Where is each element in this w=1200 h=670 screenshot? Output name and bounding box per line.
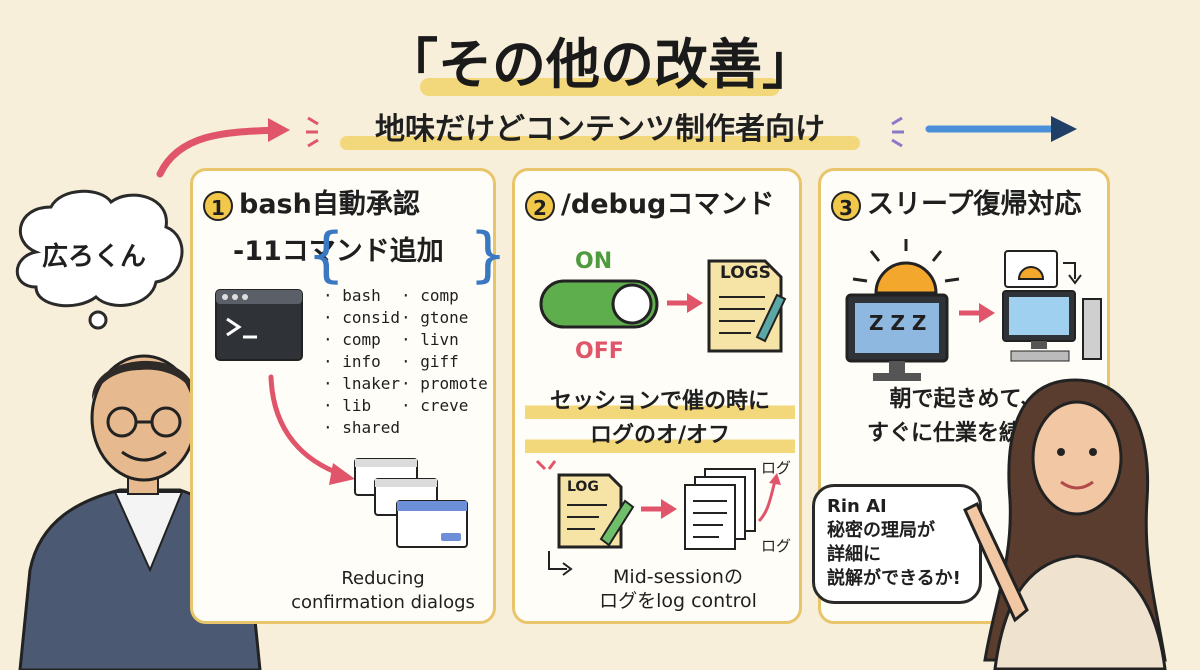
command-item: · info	[323, 352, 381, 371]
awake-computer-icon	[1002, 250, 1102, 362]
left-curved-arrow	[156, 118, 290, 178]
log-copies-icon	[684, 468, 756, 550]
panel-2-note-line-1: Mid-sessionの	[613, 566, 743, 588]
logs-document-icon	[707, 259, 787, 353]
command-column-left: · bash · consid · comp · info · lnaker ·…	[323, 285, 400, 439]
command-item: · comp	[401, 286, 459, 305]
sparkle-right-icon	[891, 116, 904, 148]
logs-label: LOGS	[720, 263, 771, 283]
log-up-arrow	[757, 473, 781, 523]
panel-1-title-text: bash自動承認	[239, 189, 420, 220]
command-item: · livn	[401, 330, 459, 349]
thought-bubble	[15, 189, 184, 330]
command-list-brace-right: }	[469, 220, 508, 290]
log-tag-top: ログ	[761, 459, 792, 477]
assistant-bubble-line-2: 秘密の理局が	[827, 520, 935, 541]
panel-2-note: Mid-sessionの ログをlog control	[563, 565, 793, 613]
panel-1-number-badge: 1	[203, 190, 233, 221]
panel-1-note: Reducing confirmation dialogs	[291, 568, 475, 613]
page-title: 「その他の改善」	[360, 30, 840, 100]
assistant-illustration	[963, 378, 1167, 670]
command-item: · lnaker	[323, 374, 401, 393]
panel-2-note-line-2: ログをlog control	[599, 590, 757, 612]
command-item: · bash	[323, 286, 381, 305]
command-item: · consid	[323, 308, 401, 327]
page-subtitle: 地味だけどコンテンツ制作者向け	[300, 108, 900, 152]
toggle-off-label: OFF	[575, 339, 624, 364]
panel-2-number-badge: 2	[525, 190, 555, 221]
panel-3-title-text: スリープ復帰対応	[867, 189, 1082, 220]
arrow-to-logs	[667, 293, 703, 313]
sunrise-icon	[852, 239, 960, 295]
panel-3-number-badge: 3	[831, 190, 861, 221]
terminal-icon	[215, 289, 303, 361]
sparkle-log-icon	[535, 459, 557, 471]
right-arrow	[925, 116, 1077, 142]
toggle-switch	[539, 279, 659, 329]
panel-2-caption-line-1: セッションで催の時に	[525, 385, 795, 419]
panel-2-caption-line-2: ログのオ/オフ	[525, 419, 795, 453]
curved-arrow-down	[268, 374, 355, 485]
assistant-speech-bubble: Rin AI 秘密の理局が 詳細に 説解ができるか!	[812, 484, 982, 604]
title-text: 「その他の改善」	[384, 33, 816, 96]
log-label: LOG	[567, 479, 599, 495]
sleep-text: Z Z Z	[869, 311, 927, 335]
command-column-right: · comp · gtone · livn · giff · promote ·…	[401, 285, 488, 417]
command-item: · shared	[323, 418, 401, 437]
command-list: · bash · consid · comp · info · lnaker ·…	[323, 285, 493, 455]
assistant-bubble-line-3: 詳細に	[827, 544, 881, 565]
sparkle-left-icon	[306, 116, 319, 148]
hook-arrow	[548, 551, 573, 576]
command-item: · giff	[401, 352, 459, 371]
log-edit-icon	[557, 473, 635, 549]
dialog-windows-icon	[354, 458, 468, 548]
panel-2-title: 2/debugコマンド	[525, 185, 793, 225]
arrow-to-log-copies	[641, 499, 677, 519]
assistant-bubble-line-1: Rin AI	[827, 496, 887, 517]
toggle-on-label: ON	[575, 249, 613, 274]
assistant-bubble-line-4: 説解ができるか!	[827, 568, 961, 589]
panel-1-subtitle: -11コマンド追加	[233, 236, 444, 267]
panel-3-caption-line-1: 朝で起きめて、	[889, 387, 1043, 412]
command-item: · comp	[323, 330, 381, 349]
panel-2-caption: セッションで催の時に ログのオ/オフ	[525, 385, 795, 453]
log-tag-bottom: ログ	[761, 537, 792, 555]
panel-2-title-text: /debugコマンド	[561, 189, 775, 220]
subtitle-text: 地味だけどコンテンツ制作者向け	[375, 112, 825, 147]
command-item: · lib	[323, 396, 372, 415]
sleeping-monitor-icon	[845, 293, 949, 381]
command-item: · promote	[401, 374, 488, 393]
arrow-to-awake	[959, 303, 995, 323]
presenter-name: 広ろくん	[42, 242, 147, 272]
command-list-brace-left: {	[307, 220, 346, 290]
command-item: · gtone	[401, 308, 469, 327]
panel-debug-command: 2/debugコマンド ON OFF LOGS セッションで催の時に ログのオ/…	[512, 168, 802, 624]
command-item: · creve	[401, 396, 469, 415]
